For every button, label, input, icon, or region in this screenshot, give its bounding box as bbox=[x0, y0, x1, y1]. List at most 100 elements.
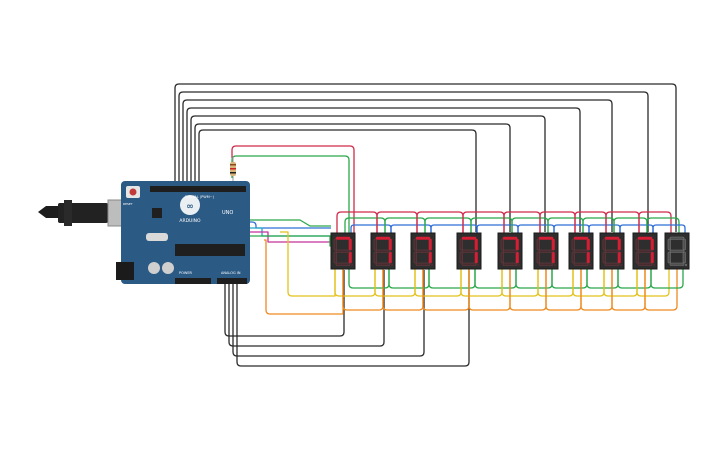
signal-magenta-wire[interactable] bbox=[236, 231, 331, 243]
segment-g bbox=[461, 249, 477, 253]
segment-e bbox=[413, 251, 417, 264]
segment-e bbox=[536, 251, 540, 264]
signal-yellow-wire[interactable] bbox=[280, 231, 336, 297]
analog-header[interactable] bbox=[217, 278, 247, 284]
segment-f bbox=[602, 238, 606, 251]
common-wire-top-3[interactable] bbox=[182, 99, 613, 232]
decimal-point bbox=[350, 263, 354, 267]
bus-red-1[interactable] bbox=[336, 211, 378, 233]
decimal-point bbox=[684, 263, 688, 267]
bus-red-3[interactable] bbox=[416, 211, 464, 233]
bus-orange-7[interactable] bbox=[580, 269, 613, 311]
segment-d bbox=[573, 262, 589, 266]
common-wire-top-4[interactable] bbox=[186, 107, 581, 232]
segment-a bbox=[669, 236, 685, 240]
arduino-logo-icon bbox=[180, 195, 200, 215]
power-jack bbox=[116, 262, 134, 280]
seven-segment-display-3[interactable] bbox=[410, 232, 436, 270]
power-header[interactable] bbox=[175, 278, 211, 284]
digital-header[interactable] bbox=[150, 186, 246, 192]
bus-green-low-7[interactable] bbox=[586, 269, 619, 289]
common-wire-top-2[interactable] bbox=[178, 91, 649, 232]
signal-orange-wire[interactable] bbox=[264, 239, 344, 315]
resistor-red-wire[interactable] bbox=[231, 145, 355, 233]
bus-orange-6[interactable] bbox=[545, 269, 582, 311]
common-wire-top-6[interactable] bbox=[194, 123, 511, 232]
bus-red-9[interactable] bbox=[638, 211, 672, 233]
segment-c bbox=[515, 251, 519, 264]
resistor-green-wire[interactable] bbox=[231, 155, 350, 233]
bus-green-low-3[interactable] bbox=[428, 269, 476, 289]
bus-yellow-4[interactable] bbox=[460, 269, 503, 297]
seven-segment-display-9[interactable] bbox=[632, 232, 658, 270]
bus-yellow-5[interactable] bbox=[501, 269, 539, 297]
common-wire-bottom-4[interactable] bbox=[224, 270, 345, 337]
common-wire-bottom-1[interactable] bbox=[236, 270, 470, 367]
resistor-1[interactable] bbox=[230, 156, 236, 182]
common-wire-top-1[interactable] bbox=[174, 83, 677, 232]
segment-e bbox=[635, 251, 639, 264]
bus-orange-3[interactable] bbox=[422, 269, 470, 311]
segment-e bbox=[333, 251, 337, 264]
bus-green-9[interactable] bbox=[646, 217, 680, 233]
common-wire-bottom-3[interactable] bbox=[228, 270, 385, 347]
segment-a bbox=[375, 236, 391, 240]
bus-yellow-2[interactable] bbox=[374, 269, 416, 297]
common-wire-top-7[interactable] bbox=[198, 129, 477, 232]
segment-a bbox=[538, 236, 554, 240]
segment-d bbox=[604, 262, 620, 266]
bus-orange-8[interactable] bbox=[611, 269, 646, 311]
displays-layer bbox=[330, 232, 690, 270]
seven-segment-display-4[interactable] bbox=[456, 232, 482, 270]
bus-yellow-8[interactable] bbox=[603, 269, 638, 297]
segment-f bbox=[667, 238, 671, 251]
bus-red-2[interactable] bbox=[376, 211, 418, 233]
bus-blue-9[interactable] bbox=[652, 224, 686, 233]
bus-green-low-8[interactable] bbox=[617, 269, 652, 289]
segment-g bbox=[375, 249, 391, 253]
bus-red-8[interactable] bbox=[605, 211, 640, 233]
decimal-point bbox=[476, 263, 480, 267]
signal-green-wire[interactable] bbox=[236, 235, 331, 247]
bus-green-low-6[interactable] bbox=[551, 269, 588, 289]
capacitor-1 bbox=[148, 262, 160, 274]
decimal-point bbox=[430, 263, 434, 267]
bus-orange-9[interactable] bbox=[644, 269, 678, 311]
common-wire-top-5[interactable] bbox=[190, 115, 546, 232]
bus-red-4[interactable] bbox=[462, 211, 505, 233]
bus-yellow-3[interactable] bbox=[414, 269, 462, 297]
arduino-uno-board[interactable]: ∞ ARDUINO UNO POWER ANALOG IN DIGITAL (P… bbox=[116, 181, 250, 284]
common-wire-bottom-2[interactable] bbox=[232, 270, 425, 357]
decimal-point bbox=[553, 263, 557, 267]
segment-b bbox=[388, 238, 392, 251]
segment-f bbox=[500, 238, 504, 251]
segment-b bbox=[650, 238, 654, 251]
bus-yellow-9[interactable] bbox=[636, 269, 670, 297]
seven-segment-display-10[interactable] bbox=[664, 232, 690, 270]
segment-b bbox=[682, 238, 686, 251]
seven-segment-display-1[interactable] bbox=[330, 232, 356, 270]
bus-yellow-6[interactable] bbox=[537, 269, 574, 297]
seven-segment-display-6[interactable] bbox=[533, 232, 559, 270]
segment-g bbox=[538, 249, 554, 253]
signal-blue-wire[interactable] bbox=[236, 221, 331, 229]
bus-blue-7[interactable] bbox=[588, 224, 621, 233]
bus-green-low-9[interactable] bbox=[650, 269, 684, 289]
seven-segment-display-7[interactable] bbox=[568, 232, 594, 270]
seven-segment-display-8[interactable] bbox=[599, 232, 625, 270]
power-label: POWER bbox=[179, 271, 193, 275]
bus-yellow-7[interactable] bbox=[572, 269, 605, 297]
decimal-point bbox=[619, 263, 623, 267]
seven-segment-display-5[interactable] bbox=[497, 232, 523, 270]
digital-label: DIGITAL (PWM~) bbox=[185, 195, 215, 199]
bus-blue-3[interactable] bbox=[430, 224, 478, 233]
segment-f bbox=[571, 238, 575, 251]
bus-blue-6[interactable] bbox=[553, 224, 590, 233]
segment-e bbox=[459, 251, 463, 264]
seven-segment-display-2[interactable] bbox=[370, 232, 396, 270]
segment-e bbox=[571, 251, 575, 264]
bus-yellow-1[interactable] bbox=[334, 269, 376, 297]
atmega-chip bbox=[175, 244, 245, 256]
board-logo-text: ARDUINO bbox=[179, 218, 201, 224]
